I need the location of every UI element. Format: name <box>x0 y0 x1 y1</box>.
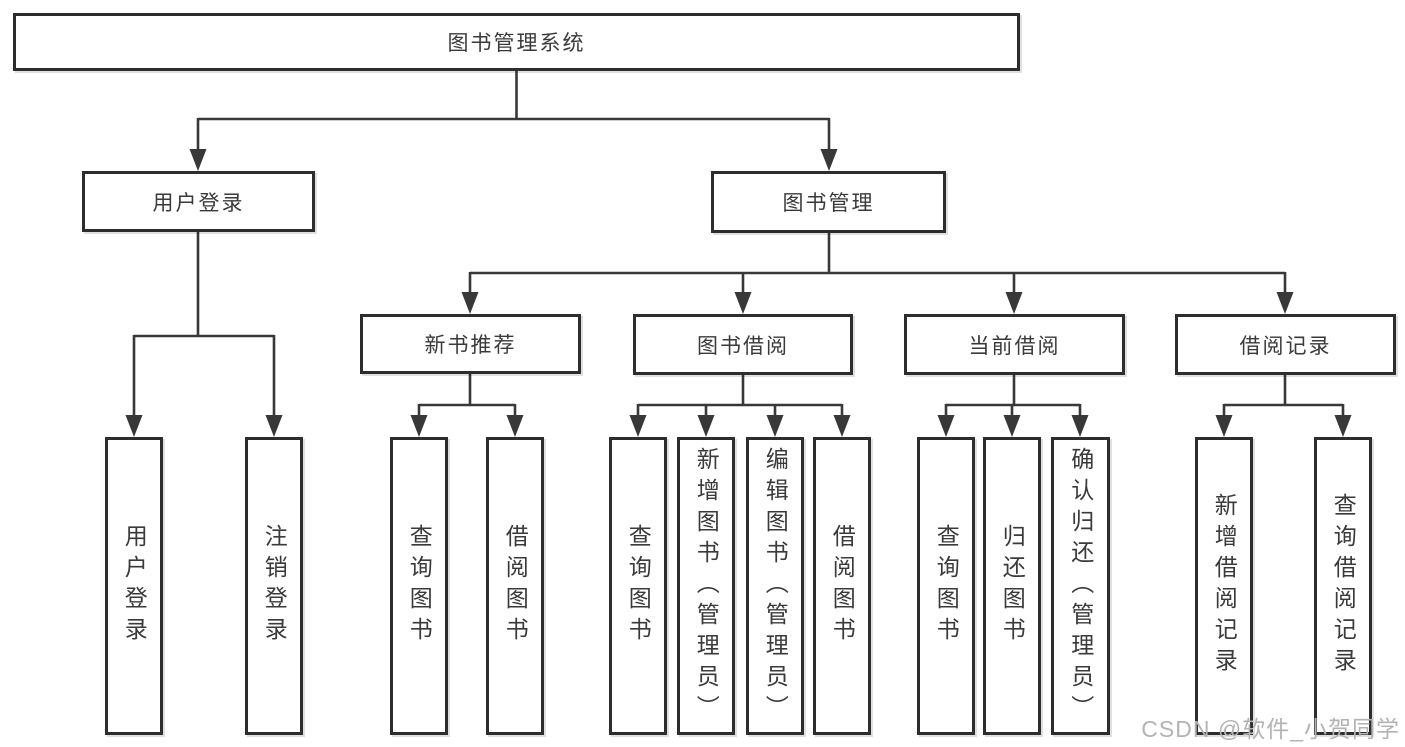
node-leaf-borrow-books-recommend: 借阅图书 <box>486 437 544 735</box>
node-book-management: 图书管理 <box>711 171 946 233</box>
connector-user-login-subtree <box>125 232 283 437</box>
connector-root-subtree <box>189 71 838 171</box>
connector-current-borrowing-subtree <box>937 374 1089 437</box>
node-leaf-query-books-borrowing: 查询图书 <box>609 437 667 735</box>
node-leaf-query-borrow-record: 查询借阅记录 <box>1314 437 1372 735</box>
node-leaf-query-books-current: 查询图书 <box>917 437 975 735</box>
node-leaf-return-books: 归还图书 <box>983 437 1041 735</box>
node-new-book-recommendation: 新书推荐 <box>360 314 581 374</box>
node-leaf-user-login: 用户登录 <box>105 437 163 735</box>
node-library-system-root: 图书管理系统 <box>13 13 1020 71</box>
node-borrowing-records: 借阅记录 <box>1175 314 1396 375</box>
connector-book-borrowing-subtree <box>629 374 851 437</box>
node-leaf-query-books-recommend: 查询图书 <box>390 437 448 735</box>
node-user-login: 用户登录 <box>82 171 315 232</box>
node-leaf-add-books-admin: 新增图书（管理员） <box>677 437 735 735</box>
node-leaf-confirm-return-admin: 确认归还（管理员） <box>1051 437 1110 735</box>
csdn-watermark: CSDN @软件_小贺同学 <box>1141 716 1400 742</box>
node-leaf-add-borrow-record: 新增借阅记录 <box>1195 437 1253 735</box>
node-leaf-edit-books-admin: 编辑图书（管理员） <box>746 437 804 735</box>
node-leaf-logout: 注销登录 <box>245 437 303 735</box>
connector-new-book-subtree <box>410 374 524 437</box>
node-leaf-borrow-books: 借阅图书 <box>813 437 871 735</box>
node-book-borrowing: 图书借阅 <box>633 314 853 375</box>
connector-borrowing-records-subtree <box>1215 374 1352 437</box>
node-current-borrowing: 当前借阅 <box>904 314 1125 375</box>
connector-book-management-subtree <box>461 233 1294 314</box>
